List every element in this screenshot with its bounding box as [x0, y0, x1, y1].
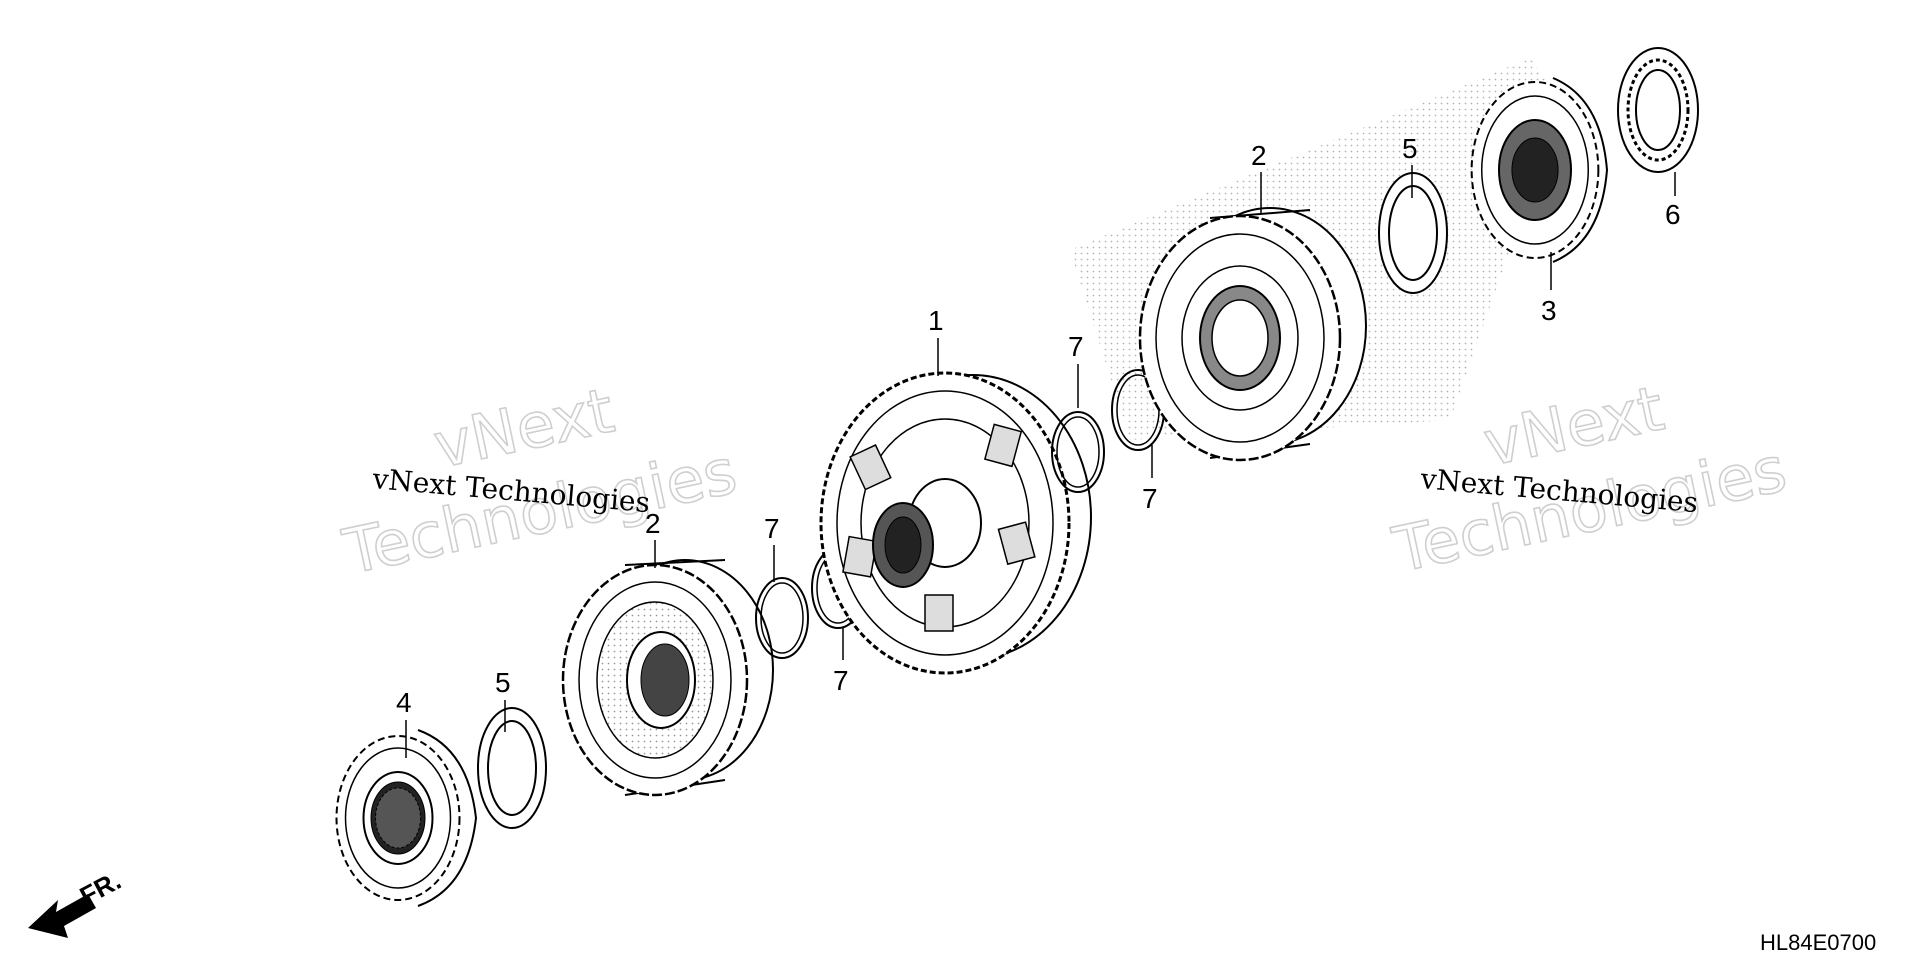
- callout-2-lower: 2: [645, 508, 661, 539]
- part-6-bearing[interactable]: [1618, 48, 1698, 172]
- callout-5-upper: 5: [1402, 133, 1418, 164]
- callout-3: 3: [1541, 295, 1557, 326]
- callout-1: 1: [928, 305, 944, 336]
- callout-7-b: 7: [833, 665, 849, 696]
- part-7-snap-ring-c[interactable]: [1052, 412, 1104, 492]
- callout-7-a: 7: [764, 513, 780, 544]
- part-4-gear[interactable]: [337, 730, 477, 906]
- front-arrow-icon: [28, 894, 96, 938]
- part-3-gear[interactable]: [1472, 78, 1607, 262]
- part-1-drive-gear[interactable]: [821, 373, 1091, 673]
- part-5-washer-upper[interactable]: [1379, 173, 1447, 293]
- callout-2-upper: 2: [1251, 140, 1267, 171]
- callout-5-lower: 5: [495, 667, 511, 698]
- part-2-clutch-drum-lower[interactable]: [563, 560, 773, 795]
- part-5-washer-lower[interactable]: [478, 708, 546, 828]
- callout-7-d: 7: [1142, 483, 1158, 514]
- leader-lines: [405, 165, 1676, 758]
- part-7-snap-ring-a[interactable]: [756, 578, 808, 658]
- callout-7-c: 7: [1068, 331, 1084, 362]
- callout-4: 4: [396, 687, 412, 718]
- part-2-clutch-drum-upper[interactable]: [1140, 208, 1366, 460]
- drawing-code: HL84E0700: [1760, 930, 1876, 955]
- callout-6: 6: [1665, 199, 1681, 230]
